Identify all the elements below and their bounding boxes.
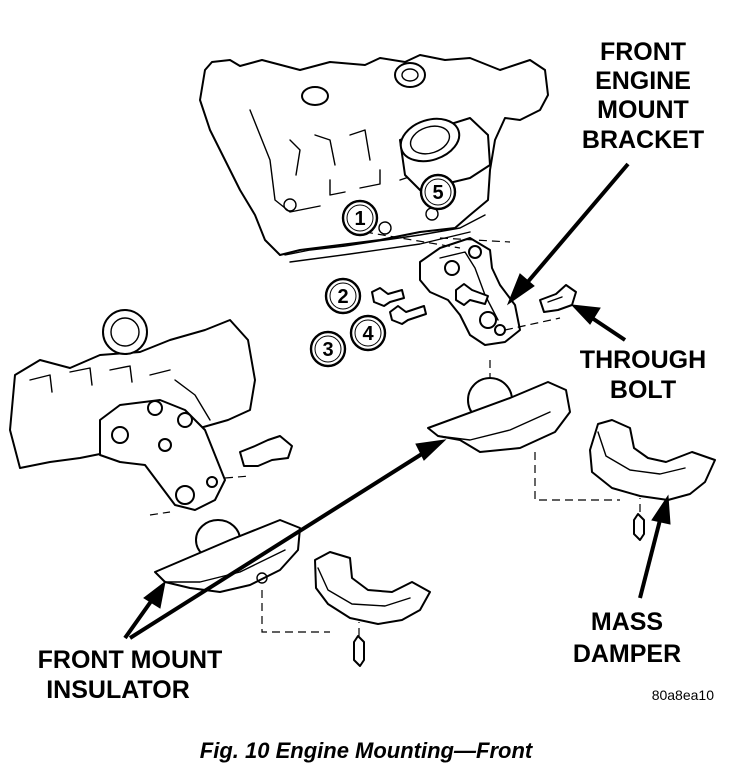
- arrow-to-left-insulator: [123, 580, 166, 640]
- label-insulator-line-2: INSULATOR: [46, 676, 190, 704]
- arrow-to-through-bolt: [570, 304, 627, 342]
- label-through-bolt: THROUGH BOLT: [580, 346, 706, 404]
- label-front-engine-mount-bracket: FRONT ENGINE MOUNT BRACKET: [582, 38, 704, 154]
- callout-2-number: 2: [337, 286, 348, 308]
- engine-block-upper: [199, 54, 549, 263]
- arrow-to-right-insulator: [128, 439, 447, 640]
- label-mass-damper: MASS DAMPER: [573, 608, 681, 668]
- right-mount-insulator-part: [427, 360, 620, 501]
- lower-mount-bracket-part: [99, 399, 293, 516]
- callout-2: 2: [324, 277, 362, 315]
- callout-3-number: 3: [322, 339, 333, 361]
- figure-caption: Fig. 10 Engine Mounting—Front: [200, 738, 534, 763]
- left-mount-insulator-part: [154, 519, 330, 633]
- lower-mass-damper-part: [314, 551, 431, 667]
- label-bracket-line-4: BRACKET: [582, 126, 704, 154]
- label-front-mount-insulator: FRONT MOUNT INSULATOR: [38, 646, 223, 704]
- callout-3: 3: [309, 330, 347, 368]
- figure-code: 80a8ea10: [652, 687, 715, 703]
- label-through-bolt-line-1: THROUGH: [580, 346, 706, 374]
- callout-4: 4: [349, 314, 387, 352]
- label-bracket-line-2: ENGINE: [595, 67, 691, 95]
- bracket-bolts: [371, 283, 577, 325]
- label-bracket-line-3: MOUNT: [597, 96, 689, 124]
- arrow-to-mass-damper: [638, 494, 671, 599]
- callout-5: 5: [419, 173, 457, 211]
- label-through-bolt-line-2: BOLT: [610, 376, 676, 404]
- callout-5-number: 5: [432, 182, 443, 204]
- callout-1-number: 1: [354, 208, 365, 230]
- mass-damper-part: [589, 419, 716, 541]
- label-bracket-line-1: FRONT: [600, 38, 686, 66]
- callout-1: 1: [341, 199, 379, 237]
- label-mass-damper-line-2: DAMPER: [573, 640, 681, 668]
- label-insulator-line-1: FRONT MOUNT: [38, 646, 223, 674]
- arrow-to-bracket: [506, 162, 630, 306]
- label-mass-damper-line-1: MASS: [591, 608, 663, 636]
- engine-block-lower: [9, 309, 256, 469]
- callout-4-number: 4: [362, 323, 374, 345]
